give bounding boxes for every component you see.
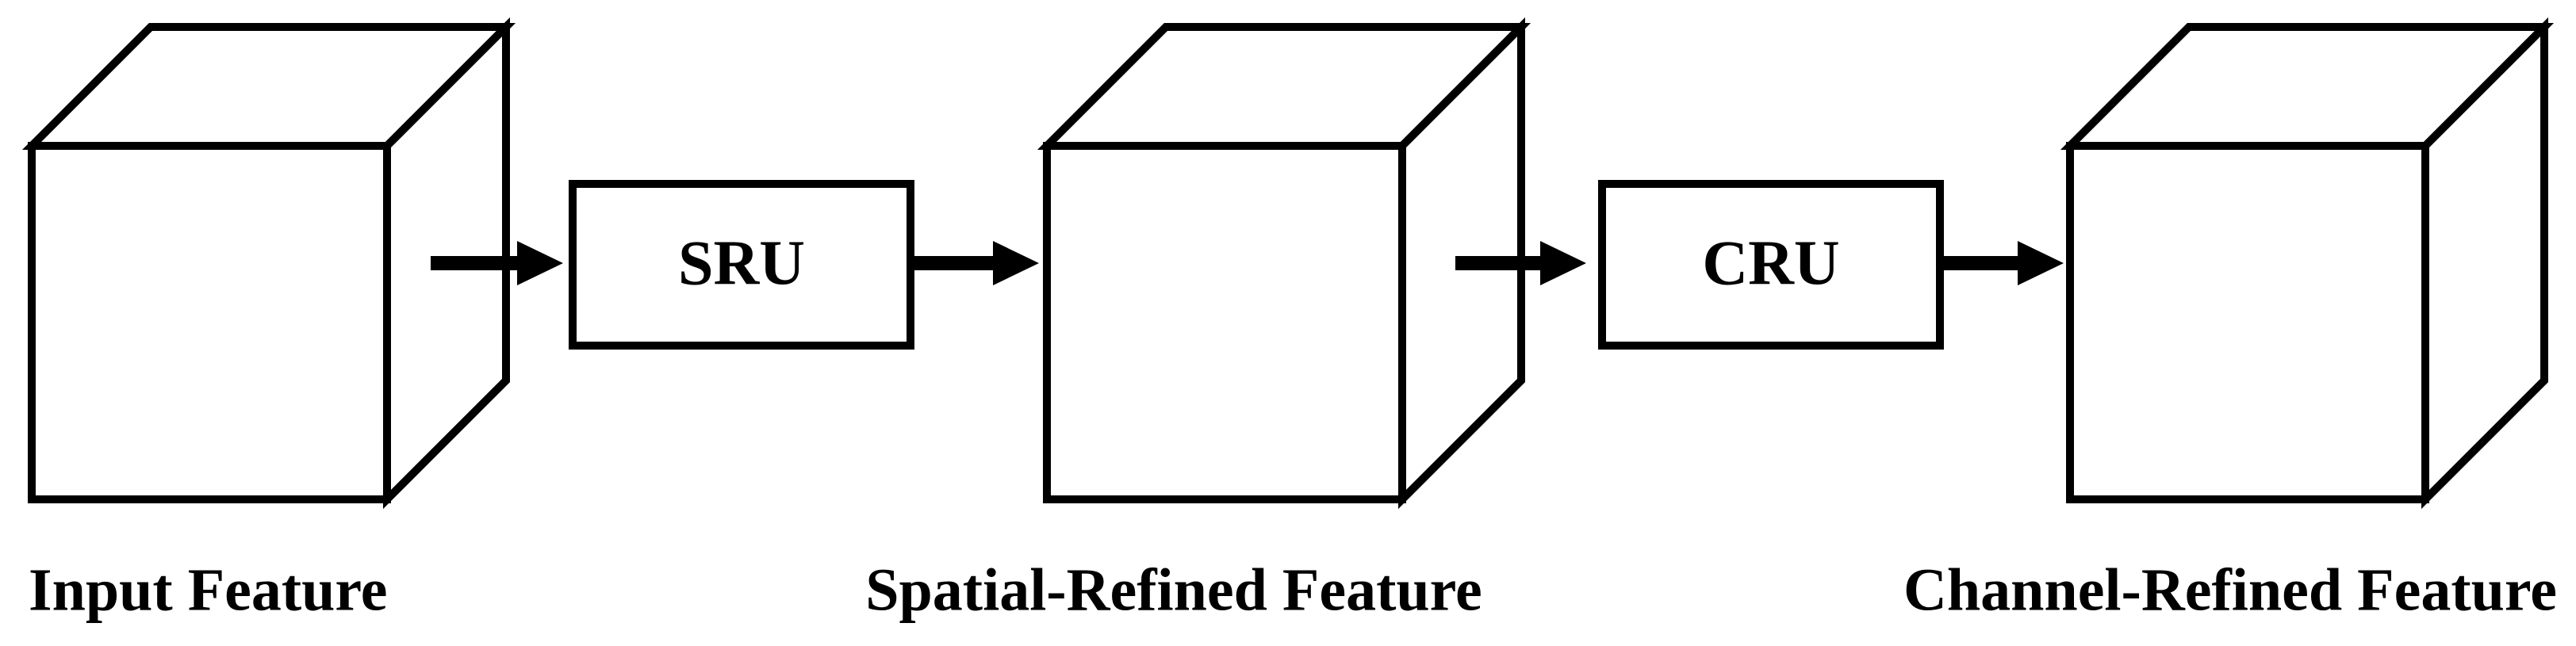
sru-box <box>569 180 914 350</box>
channel-refined-feature-caption: Channel-Refined Feature <box>1903 556 2557 623</box>
cube-front-face <box>2066 142 2429 503</box>
sru-label: SRU <box>678 228 805 298</box>
cru-box <box>1598 180 1944 350</box>
cru-label: CRU <box>1702 228 1839 298</box>
channel-refined-feature-cube <box>2060 17 2555 510</box>
arrow-cru-to-channel <box>1940 241 2064 285</box>
spatial-refined-feature-cube <box>1037 17 1531 510</box>
input-feature-caption: Input Feature <box>29 556 388 623</box>
cru-module: CRU <box>1598 180 1944 350</box>
cube-front-face <box>1043 142 1406 503</box>
arrow-spatial-to-cru <box>1455 241 1586 285</box>
arrow-input-to-sru <box>431 241 563 285</box>
cube-front-face <box>28 142 391 503</box>
arrow-sru-to-spatial <box>910 241 1039 285</box>
sru-module: SRU <box>569 180 914 350</box>
input-feature-cube <box>21 17 516 510</box>
spatial-refined-feature-caption: Spatial-Refined Feature <box>865 556 1482 623</box>
